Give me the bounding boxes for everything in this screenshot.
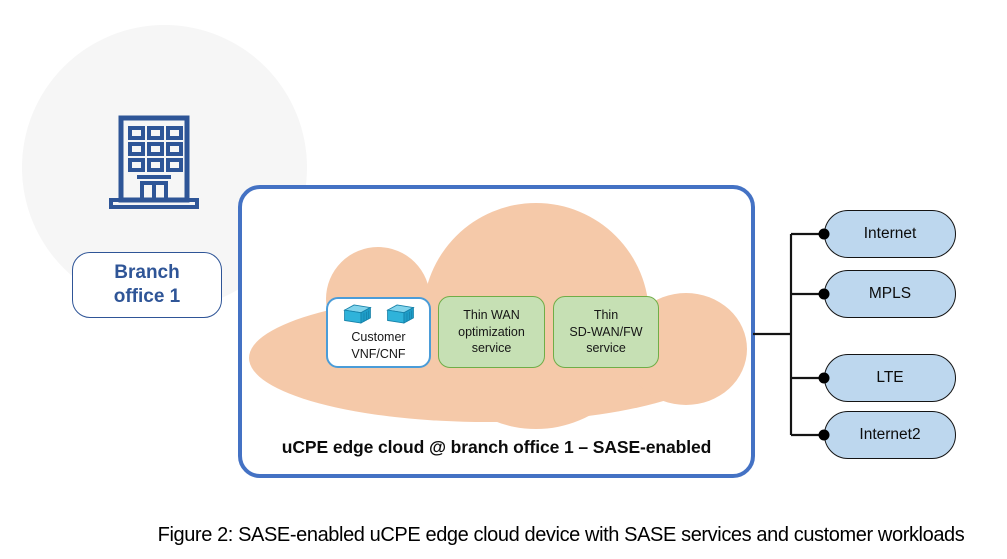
wan-link-pill-internet: Internet xyxy=(824,210,956,258)
service-label-line: VNF/CNF xyxy=(351,347,406,361)
service-label-line: Thin WAN xyxy=(463,307,520,322)
branch-label-line1: Branch xyxy=(114,262,180,284)
ucpe-edge-cloud-box: Customer VNF/CNF Thin WAN optimization s… xyxy=(238,185,755,478)
wan-link-pill-lte: LTE xyxy=(824,354,956,402)
vm-cube-icon xyxy=(385,304,415,324)
service-label-line: service xyxy=(586,341,626,356)
cube-row xyxy=(342,302,416,326)
service-label-line: Thin xyxy=(593,307,619,322)
service-box-thin-sdwan-fw: Thin SD-WAN/FW service xyxy=(553,296,659,368)
wan-link-pill-mpls: MPLS xyxy=(824,270,956,318)
branch-office-label: Branch office 1 xyxy=(72,252,222,318)
branch-label-line2: office 1 xyxy=(113,286,181,307)
ucpe-box-caption: uCPE edge cloud @ branch office 1 – SASE… xyxy=(281,437,712,457)
service-box-customer-vnf-cnf: Customer VNF/CNF xyxy=(326,297,431,368)
vm-cube-icon xyxy=(342,304,372,324)
service-label-line: optimization xyxy=(458,324,525,339)
service-label-line: service xyxy=(471,341,512,356)
service-label-line: Customer xyxy=(351,330,406,345)
wan-link-pill-internet2: Internet2 xyxy=(824,411,956,459)
service-box-thin-wan-optimization: Thin WAN optimization service xyxy=(438,296,545,368)
office-building-icon xyxy=(109,115,199,209)
figure-caption: Figure 2: SASE-enabled uCPE edge cloud d… xyxy=(157,524,965,546)
service-label-line: SD-WAN/FW xyxy=(569,324,643,339)
wan-connector-lines xyxy=(753,228,830,441)
